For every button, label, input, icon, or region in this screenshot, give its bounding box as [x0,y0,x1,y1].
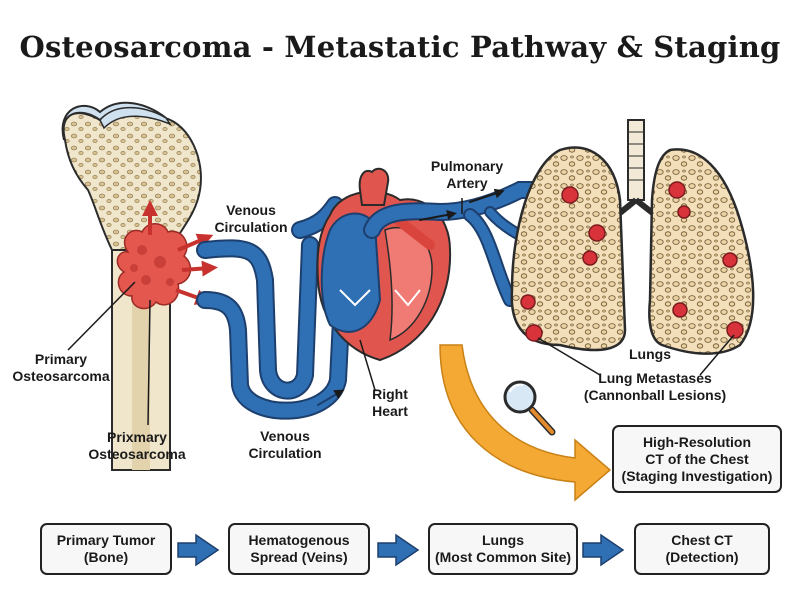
lungs [510,119,755,355]
label-lung-metastases: Lung Metastases(Cannonball Lesions) [583,370,727,403]
venous-circulation [196,196,351,420]
femur-bone [61,101,202,471]
magnifier-icon [503,380,556,436]
label-lungs: Lungs [629,346,671,362]
leader-lines [67,198,735,426]
flow-step-lungs: Lungs(Most Common Site) [428,523,578,575]
flow-arrow-3 [582,533,625,567]
staging-arrow [439,344,612,502]
lesions [520,181,744,342]
primary-tumor [116,200,218,310]
ct-chest-box: High-Resolution CT of the Chest (Staging… [612,425,782,493]
flow-arrows [177,533,625,567]
flow-arrow-1 [177,533,220,567]
flow-step-chest-ct: Chest CT(Detection) [634,523,770,575]
flow-step-primary-tumor: Primary Tumor(Bone) [40,523,172,575]
flow-arrow-2 [377,533,420,567]
heart [316,167,452,362]
page-title: Osteosarcoma - Metastatic Pathway & Stag… [19,30,781,64]
